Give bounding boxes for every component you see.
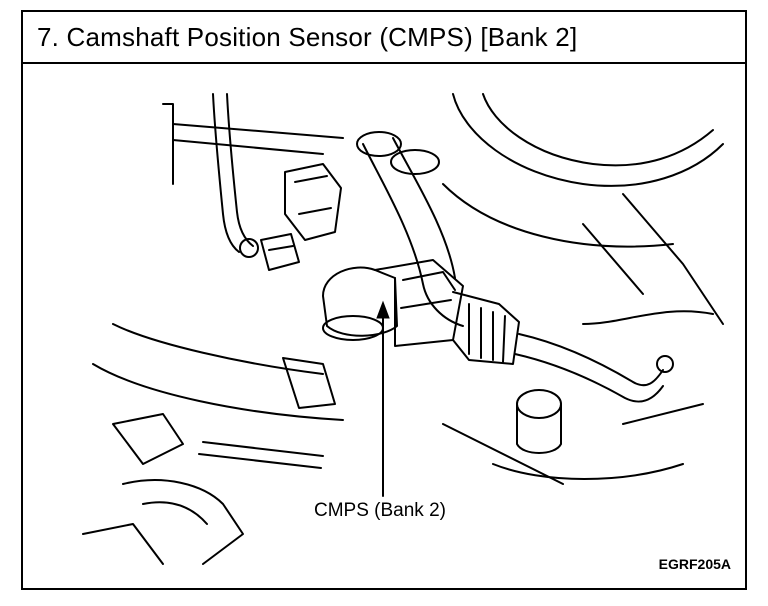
mounting-boss (516, 389, 562, 419)
cmps-callout-label: CMPS (Bank 2) (311, 500, 449, 522)
callout-arrowhead (376, 300, 390, 319)
coolant-hose (362, 143, 464, 327)
figure-code: EGRF205A (658, 556, 731, 572)
cmps-sensor-body (322, 266, 398, 337)
engine-illustration (82, 93, 724, 565)
air-intake-housing (452, 93, 724, 187)
figure-frame: 7. Camshaft Position Sensor (CMPS) [Bank… (21, 10, 747, 590)
cmps-connector (374, 259, 464, 347)
lower-bracket (112, 413, 184, 465)
hose-clamp (284, 163, 342, 241)
small-connector (260, 233, 300, 271)
harness-plug (452, 291, 520, 365)
wiring-harness (518, 333, 664, 387)
figure-title: 7. Camshaft Position Sensor (CMPS) [Bank… (37, 21, 578, 52)
title-bar: 7. Camshaft Position Sensor (CMPS) [Bank… (23, 12, 745, 64)
vacuum-hose (212, 93, 240, 253)
